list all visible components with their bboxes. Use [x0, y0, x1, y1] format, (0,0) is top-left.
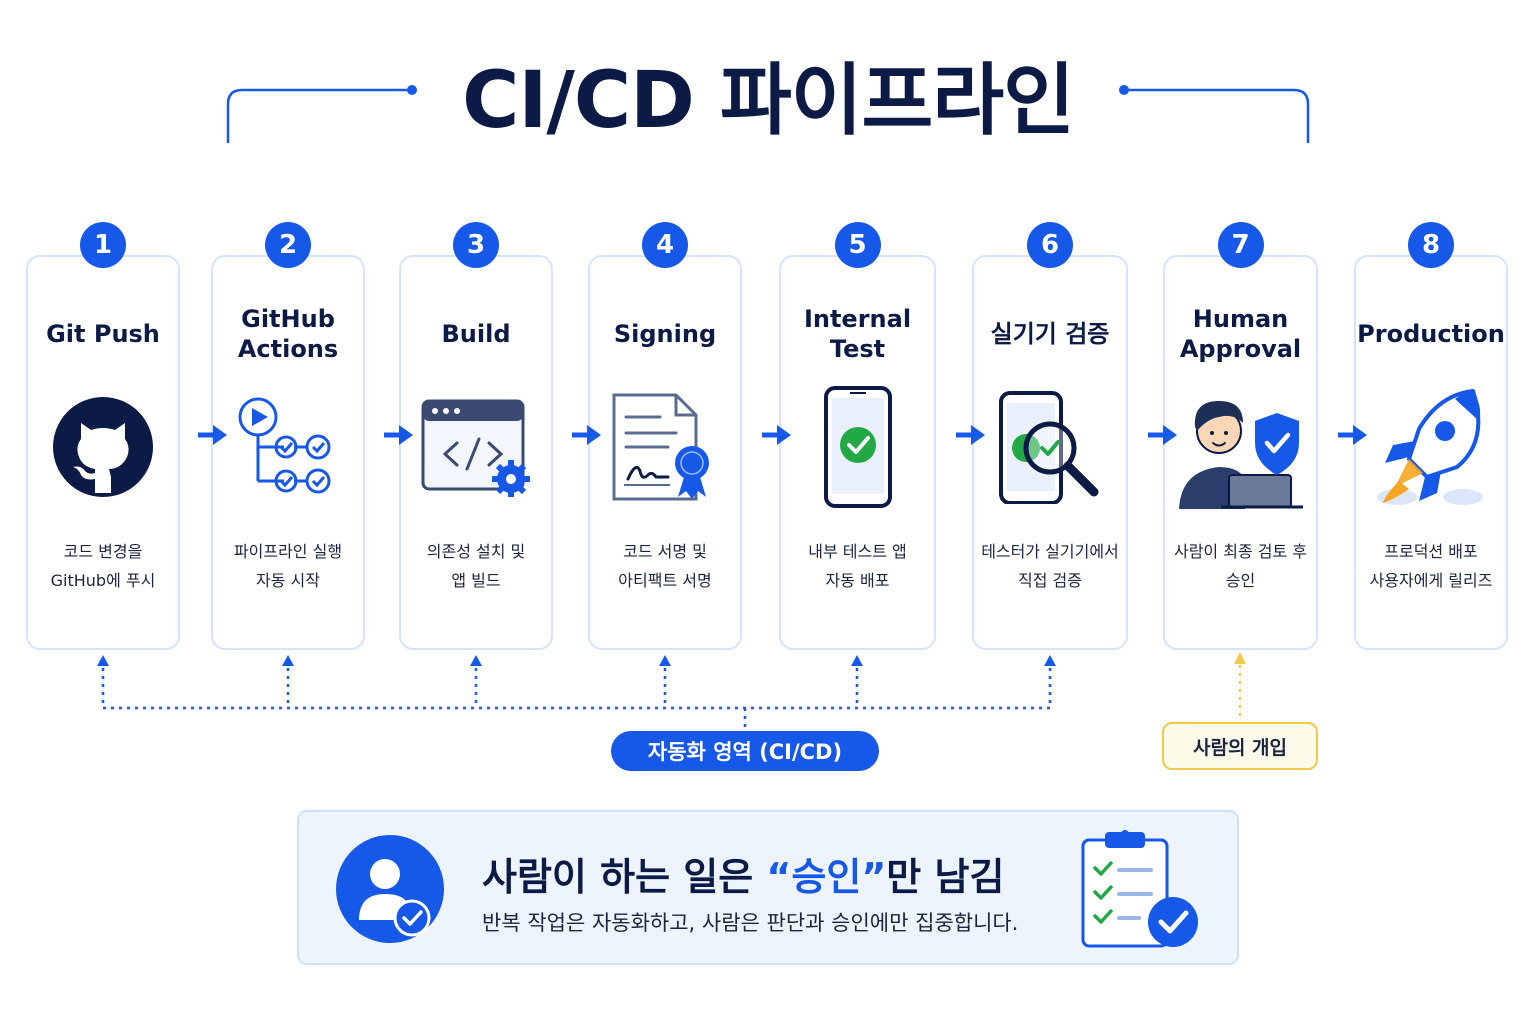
step-number-badge: 1 [80, 222, 126, 268]
phone-check-icon [781, 382, 934, 512]
summary-panel: 사람이 하는 일은 “승인”만 남김 반복 작업은 자동화하고, 사람은 판단과… [297, 810, 1239, 965]
step-number-badge: 8 [1408, 222, 1454, 268]
step-title: Internal Test [803, 305, 912, 363]
rocket-icon [1356, 382, 1506, 512]
github-icon [28, 382, 178, 512]
page-title: CI/CD 파이프라인 [462, 56, 1075, 146]
step-description-line: 자동 배포 [825, 571, 890, 590]
phone-magnifier-icon [974, 382, 1126, 512]
flow-arrow-icon [1338, 425, 1367, 445]
human-intervention-label: 사람의 개입 [1162, 722, 1318, 770]
step-number-badge: 5 [834, 222, 881, 268]
step-number-badge: 3 [453, 222, 499, 268]
step-description: 코드 변경을 GitHub에 푸시 [28, 537, 178, 595]
step-description-line: 승인 [1225, 571, 1256, 590]
step-title: 실기기 검증 [990, 320, 1110, 348]
step-title: GitHub Actions [237, 305, 339, 363]
step-card-1: Git Push 코드 변경을 GitHub에 푸시 [26, 255, 180, 650]
step-number-badge: 6 [1027, 222, 1073, 268]
step-description-line: 사용자에게 릴리즈 [1369, 571, 1493, 590]
step-title: Production [1357, 320, 1505, 348]
flow-arrow-icon [384, 425, 413, 445]
step-description-line: 아티팩트 서명 [618, 571, 712, 590]
signed-document-icon [590, 382, 740, 512]
step-description-line: 의존성 설치 및 [426, 542, 526, 561]
step-description-line: 프로덕션 배포 [1384, 542, 1478, 561]
step-description-line: GitHub에 푸시 [50, 571, 156, 590]
automation-area-label: 자동화 영역 (CI/CD) [611, 731, 879, 771]
step-title: Human Approval [1179, 305, 1302, 363]
step-description-line: 파이프라인 실행 [233, 542, 343, 561]
approval-highlight: “승인” [766, 855, 887, 899]
flow-arrow-icon [762, 425, 791, 445]
step-description-line: 테스터가 실기기에서 [981, 542, 1119, 561]
user-check-icon [336, 835, 444, 943]
step-title: Build [441, 320, 511, 348]
code-build-icon [401, 382, 551, 512]
step-description-line: 사람이 최종 검토 후 [1173, 542, 1308, 561]
title-bracket-decoration [226, 85, 1310, 143]
checklist-icon [1081, 830, 1198, 948]
flow-arrow-icon [1148, 425, 1177, 445]
step-description-line: 직접 검증 [1018, 571, 1082, 590]
step-title: Signing [613, 320, 717, 348]
step-number-badge: 2 [265, 222, 311, 268]
flow-arrow-icon [198, 425, 227, 445]
step-description-line: 자동 시작 [256, 571, 320, 590]
person-shield-icon [1165, 382, 1316, 512]
summary-headline: 사람이 하는 일은 “승인”만 남김 [482, 855, 1005, 899]
step-description-line: 내부 테스트 앱 [808, 542, 907, 561]
step-description-line: 앱 빌드 [451, 571, 501, 590]
step-number-badge: 7 [1217, 222, 1264, 268]
step-description-line: 코드 서명 및 [623, 542, 707, 561]
step-description-line: 코드 변경을 [63, 542, 143, 561]
flow-arrow-icon [956, 425, 985, 445]
summary-subtitle: 반복 작업은 자동화하고, 사람은 판단과 승인에만 집중합니다. [482, 911, 1019, 935]
step-number-badge: 4 [642, 222, 688, 268]
step-title: Git Push [46, 320, 160, 348]
flow-arrow-icon [572, 425, 601, 445]
workflow-icon [213, 382, 363, 512]
